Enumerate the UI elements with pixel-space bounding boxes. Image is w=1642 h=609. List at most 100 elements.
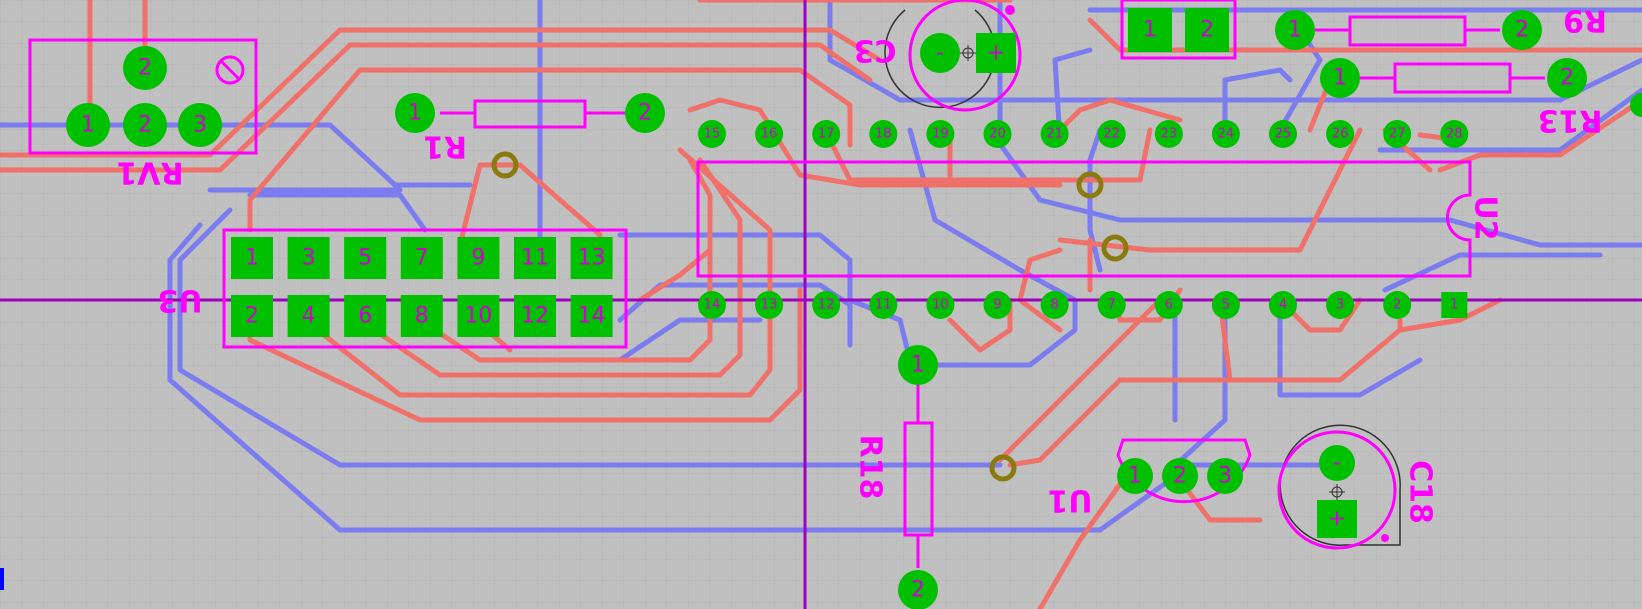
u2-pad[interactable] <box>698 291 726 319</box>
u3-pad[interactable] <box>344 237 387 279</box>
u2-pad[interactable] <box>869 291 898 319</box>
u2-pad[interactable] <box>926 291 955 319</box>
c18-negative-pad[interactable] <box>1319 445 1355 481</box>
u1-pad-label: 1 <box>1128 464 1142 489</box>
u2-pad-label: 19 <box>932 127 949 142</box>
c3-positive-pad[interactable] <box>976 33 1016 73</box>
via[interactable] <box>1076 171 1104 199</box>
u2-pad[interactable] <box>1097 291 1126 319</box>
u1-regulator[interactable]: 1 2 3 U1 <box>1047 438 1252 518</box>
vias <box>491 151 1129 482</box>
u2-pad-label: 5 <box>1222 298 1230 313</box>
u2-pad[interactable] <box>1326 120 1355 148</box>
u2-pad[interactable] <box>869 120 898 148</box>
u1-pad[interactable] <box>1117 458 1153 494</box>
r9-resistor[interactable]: 1 2 R9 <box>1275 3 1607 51</box>
rv1-designator: RV1 <box>116 155 183 190</box>
u2-pad[interactable] <box>1441 292 1468 318</box>
u2-pad[interactable] <box>1211 120 1240 148</box>
u2-pad[interactable] <box>983 291 1012 319</box>
u2-pad[interactable] <box>755 291 784 319</box>
u2-pad[interactable] <box>812 120 841 148</box>
u2-pad-label: 26 <box>1332 127 1349 142</box>
r13-pad[interactable] <box>1320 58 1360 98</box>
u2-pad[interactable] <box>1040 120 1069 148</box>
r1-pad[interactable] <box>395 93 435 133</box>
top-connector-pad[interactable] <box>1185 8 1229 52</box>
u3-pad-label: 1 <box>245 246 259 271</box>
r1-resistor[interactable]: 1 2 R1 <box>395 93 665 164</box>
u3-pad[interactable] <box>457 237 500 279</box>
u3-pad-label: 5 <box>358 246 372 271</box>
u2-pad[interactable] <box>1269 120 1297 148</box>
rv1-pad[interactable] <box>123 46 167 90</box>
u3-pad[interactable] <box>287 295 330 337</box>
r9-pad[interactable] <box>1502 10 1542 50</box>
r13-pad[interactable] <box>1547 58 1587 98</box>
rv1-pad[interactable] <box>178 103 222 147</box>
r18-pad[interactable] <box>898 570 938 609</box>
via[interactable] <box>1101 234 1129 262</box>
u2-pad-label: 25 <box>1275 127 1292 142</box>
r1-pad[interactable] <box>625 93 665 133</box>
r18-designator: R18 <box>853 435 888 500</box>
c3-negative-pad[interactable] <box>920 33 960 73</box>
u2-pad[interactable] <box>1383 120 1412 148</box>
rv1-pad[interactable] <box>66 103 110 147</box>
r18-pad-label: 1 <box>911 353 925 378</box>
u3-pad[interactable] <box>514 295 556 337</box>
u2-pad[interactable] <box>1440 120 1469 148</box>
u1-pad[interactable] <box>1162 458 1198 494</box>
top-connector-pad[interactable] <box>1128 8 1172 52</box>
u2-pad[interactable] <box>1154 291 1183 319</box>
u3-pad[interactable] <box>570 295 613 337</box>
rv1-potentiometer[interactable]: 2 1 2 3 RV1 <box>28 38 258 190</box>
c18-capacitor[interactable]: - + C18 <box>1277 424 1438 550</box>
top-connector[interactable]: 1 2 <box>1120 0 1237 60</box>
u2-pad-label: 24 <box>1218 127 1235 142</box>
u2-pad[interactable] <box>1154 120 1183 148</box>
u2-pad[interactable] <box>1269 291 1297 319</box>
u3-pad-label: 9 <box>471 246 485 271</box>
u3-pad[interactable] <box>400 295 443 337</box>
rv1-pad-label: 3 <box>193 113 207 138</box>
via[interactable] <box>989 454 1017 482</box>
r9-pad[interactable] <box>1275 10 1315 50</box>
c18-designator: C18 <box>1403 460 1438 524</box>
u2-pad[interactable] <box>1383 291 1412 319</box>
u3-pad[interactable] <box>514 237 556 279</box>
u2-pad[interactable] <box>1040 291 1069 319</box>
u2-pad[interactable] <box>812 291 841 319</box>
rv1-pad[interactable] <box>123 103 167 147</box>
u3-pad[interactable] <box>287 237 330 279</box>
u2-pad[interactable] <box>1326 291 1355 319</box>
c18-positive-pad[interactable] <box>1317 500 1357 538</box>
u3-pad[interactable] <box>457 295 500 337</box>
u2-pad[interactable] <box>1211 291 1240 319</box>
r13-resistor[interactable]: 1 2 R13 <box>1320 58 1642 138</box>
u2-pad-label: 18 <box>875 127 892 142</box>
u2-pad-label: 27 <box>1389 127 1406 142</box>
r18-resistor[interactable]: 1 2 R18 <box>853 345 939 609</box>
u3-pad[interactable] <box>231 295 273 337</box>
u3-pad[interactable] <box>570 237 613 279</box>
u3-pad[interactable] <box>400 237 443 279</box>
u2-pad[interactable] <box>983 120 1012 148</box>
u2-pad[interactable] <box>926 120 955 148</box>
u1-pad[interactable] <box>1207 458 1243 494</box>
c3-capacitor[interactable]: - + C3 <box>854 0 1022 112</box>
r13-pad-label: 2 <box>1560 66 1574 91</box>
u2-pad[interactable] <box>755 120 784 148</box>
u3-pad[interactable] <box>344 295 387 337</box>
r18-pad[interactable] <box>898 345 938 385</box>
u2-pad[interactable] <box>1097 120 1126 148</box>
u3-pad-label: 4 <box>302 304 316 329</box>
u2-pad[interactable] <box>698 120 726 148</box>
via[interactable] <box>491 151 519 179</box>
edge-pad[interactable] <box>1630 93 1642 117</box>
u3-pad[interactable] <box>231 237 273 279</box>
u2-pad-label: 12 <box>818 298 835 313</box>
